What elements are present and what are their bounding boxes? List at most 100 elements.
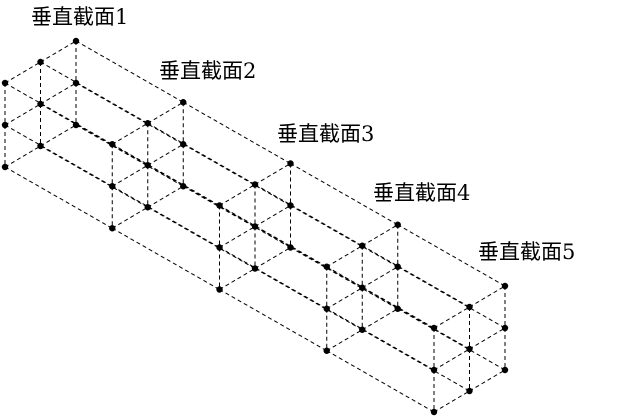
- grid-node: [109, 141, 116, 148]
- grid-node: [323, 347, 330, 354]
- longitudinal-line: [112, 185, 220, 248]
- section-diagonal-line: [433, 306, 470, 329]
- grid-node: [251, 181, 259, 188]
- section-diagonal-line: [40, 82, 77, 105]
- longitudinal-line: [75, 82, 184, 145]
- longitudinal-line: [326, 350, 435, 413]
- section-diagonal-line: [254, 163, 291, 185]
- section-label-4: 垂直截面4: [373, 181, 471, 205]
- grid-node: [144, 204, 151, 211]
- section-diagonal-line: [40, 40, 77, 63]
- grid-node: [109, 183, 116, 190]
- section-diagonal-line: [326, 287, 363, 310]
- section-diagonal-line: [361, 224, 399, 247]
- grid-node: [251, 265, 259, 272]
- grid-node: [359, 326, 366, 333]
- section-diagonal-line: [147, 143, 184, 166]
- section-diagonal-line: [111, 122, 149, 145]
- longitudinal-line: [112, 227, 220, 290]
- grid-node: [394, 305, 401, 312]
- grid-node: [37, 142, 44, 150]
- section-diagonal-line: [219, 268, 256, 290]
- section-diagonal-line: [111, 206, 149, 229]
- grid-node: [72, 79, 80, 87]
- grid-node: [251, 223, 259, 230]
- grid-node: [501, 324, 509, 332]
- grid-node: [180, 183, 187, 190]
- grid-node: [430, 366, 438, 374]
- section-diagonal-line: [361, 266, 399, 289]
- grid-node: [359, 284, 366, 291]
- section-diagonal-line: [147, 185, 184, 208]
- grid-node: [216, 286, 223, 293]
- section-diagonal-line: [326, 245, 363, 268]
- grid-node: [72, 37, 80, 45]
- grid-node: [323, 305, 330, 312]
- section-diagonal-line: [40, 124, 77, 147]
- section-label-1: 垂直截面1: [31, 5, 129, 29]
- longitudinal-line: [254, 226, 363, 289]
- grid-node: [1, 163, 9, 171]
- grid-node: [359, 242, 366, 249]
- grid-node: [394, 263, 401, 270]
- grid-node: [216, 202, 223, 209]
- grid-node: [1, 79, 9, 87]
- section-diagonal-line: [4, 61, 41, 84]
- grid-node: [323, 263, 330, 270]
- grid-node: [109, 225, 116, 232]
- section-diagonal-line: [361, 308, 399, 331]
- longitudinal-line: [219, 247, 327, 310]
- longitudinal-line: [397, 266, 506, 329]
- section-label-3: 垂直截面3: [277, 122, 375, 146]
- grid-node: [180, 99, 187, 106]
- grid-node: [394, 221, 401, 228]
- section-diagonal-line: [254, 205, 291, 227]
- section-label-5: 垂直截面5: [478, 240, 576, 264]
- grid-node: [72, 121, 80, 129]
- section-diagonal-line: [4, 145, 41, 168]
- grid-node: [430, 324, 438, 332]
- section-diagonal-line: [433, 390, 470, 413]
- longitudinal-line: [40, 61, 148, 124]
- section-diagonal-line: [326, 329, 363, 352]
- section-diagonal-line: [219, 184, 256, 206]
- section-diagonal-line: [219, 226, 256, 248]
- grid-node: [144, 162, 151, 169]
- grid-node: [430, 408, 438, 416]
- section-diagonal-line: [469, 285, 506, 308]
- longitudinal-line: [219, 289, 327, 352]
- section-diagonal-line: [111, 164, 149, 187]
- grid-node: [466, 303, 473, 311]
- longitudinal-line: [290, 205, 398, 268]
- longitudinal-line: [147, 164, 256, 227]
- longitudinal-line: [183, 101, 291, 164]
- grid-node: [180, 141, 187, 148]
- grid-node: [501, 282, 509, 290]
- section-diagonal-line: [147, 101, 184, 124]
- longitudinal-line: [4, 124, 113, 187]
- longitudinal-line: [397, 308, 506, 371]
- longitudinal-line: [40, 103, 148, 166]
- section-diagonal-line: [433, 348, 470, 371]
- grid-node: [501, 366, 509, 374]
- longitudinal-line: [326, 308, 435, 371]
- grid-node: [466, 387, 473, 395]
- grid-node: [466, 345, 473, 353]
- grid-node: [287, 244, 294, 251]
- section-diagonal-line: [469, 327, 506, 350]
- section-diagonal-line: [254, 247, 291, 269]
- grid-node: [287, 202, 294, 209]
- longitudinal-line: [4, 166, 113, 229]
- grid-node: [37, 100, 44, 108]
- longitudinal-line: [362, 287, 470, 350]
- section-diagonal-line: [469, 369, 506, 392]
- grid-node: [216, 244, 223, 251]
- section-diagonal-line: [4, 103, 41, 126]
- grid-node: [287, 160, 294, 167]
- grid-node: [144, 120, 151, 127]
- grid-node: [37, 58, 44, 66]
- longitudinal-line: [362, 329, 470, 392]
- section-label-2: 垂直截面2: [159, 59, 257, 83]
